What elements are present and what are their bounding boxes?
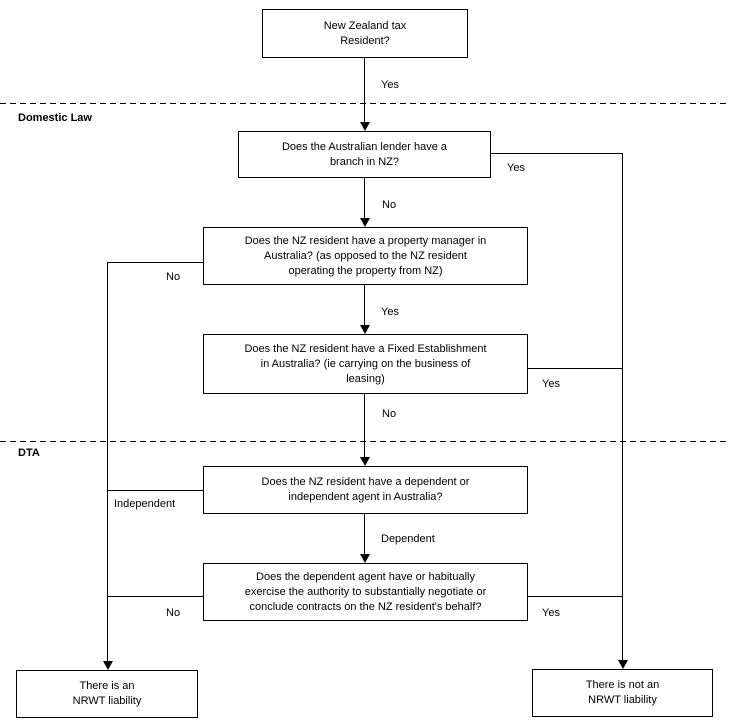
edge-label-agent-dependent: Dependent: [381, 533, 435, 545]
section-label-dta: DTA: [18, 447, 40, 459]
arrowhead-into-authority: [360, 554, 370, 563]
edge-label-authority-yes: Yes: [542, 607, 560, 619]
node-authority: Does the dependent agent have or habitua…: [203, 563, 528, 621]
arrowhead-into-agent: [360, 457, 370, 466]
connector-agent-independent: [107, 490, 203, 491]
connector-right-rail: [622, 153, 623, 661]
node-outcome-liability: There is an NRWT liability: [16, 670, 198, 718]
connector-manager-no: [107, 262, 203, 263]
edge-label-branch-no: No: [382, 199, 397, 211]
edge-label-branch-yes: Yes: [507, 162, 525, 174]
node-outcome-no-liability: There is not an NRWT liability: [532, 669, 713, 717]
connector-agent-to-authority: [364, 513, 365, 555]
connector-manager-to-fixed: [364, 284, 365, 326]
connector-authority-no: [107, 596, 203, 597]
arrowhead-into-manager: [360, 218, 370, 227]
edge-label-manager-no: No: [166, 271, 181, 283]
node-fixed-establishment: Does the NZ resident have a Fixed Establ…: [203, 334, 528, 394]
connector-authority-yes: [527, 596, 622, 597]
connector-fixed-yes: [527, 368, 622, 369]
edge-label-manager-yes: Yes: [381, 306, 399, 318]
connector-resident-to-branch: [364, 57, 365, 123]
connector-branch-yes: [490, 153, 622, 154]
section-label-domestic-law: Domestic Law: [18, 112, 92, 124]
node-agent: Does the NZ resident have a dependent or…: [203, 466, 528, 514]
arrowhead-into-fixed: [360, 325, 370, 334]
connector-branch-to-manager: [364, 177, 365, 219]
node-property-manager: Does the NZ resident have a property man…: [203, 227, 528, 285]
edge-label-fixed-yes: Yes: [542, 378, 560, 390]
arrowhead-into-liability: [103, 661, 113, 670]
node-nz-tax-resident: New Zealand tax Resident?: [262, 9, 468, 58]
connector-fixed-to-agent: [364, 393, 365, 458]
connector-left-rail: [107, 262, 108, 662]
edge-label-fixed-no: No: [382, 408, 397, 420]
arrowhead-into-no-liability: [618, 660, 628, 669]
edge-label-resident-yes: Yes: [381, 79, 399, 91]
edge-label-authority-no: No: [166, 607, 181, 619]
arrowhead-into-branch: [360, 122, 370, 131]
edge-label-agent-independent: Independent: [114, 498, 176, 510]
node-lender-branch: Does the Australian lender have a branch…: [238, 131, 491, 178]
